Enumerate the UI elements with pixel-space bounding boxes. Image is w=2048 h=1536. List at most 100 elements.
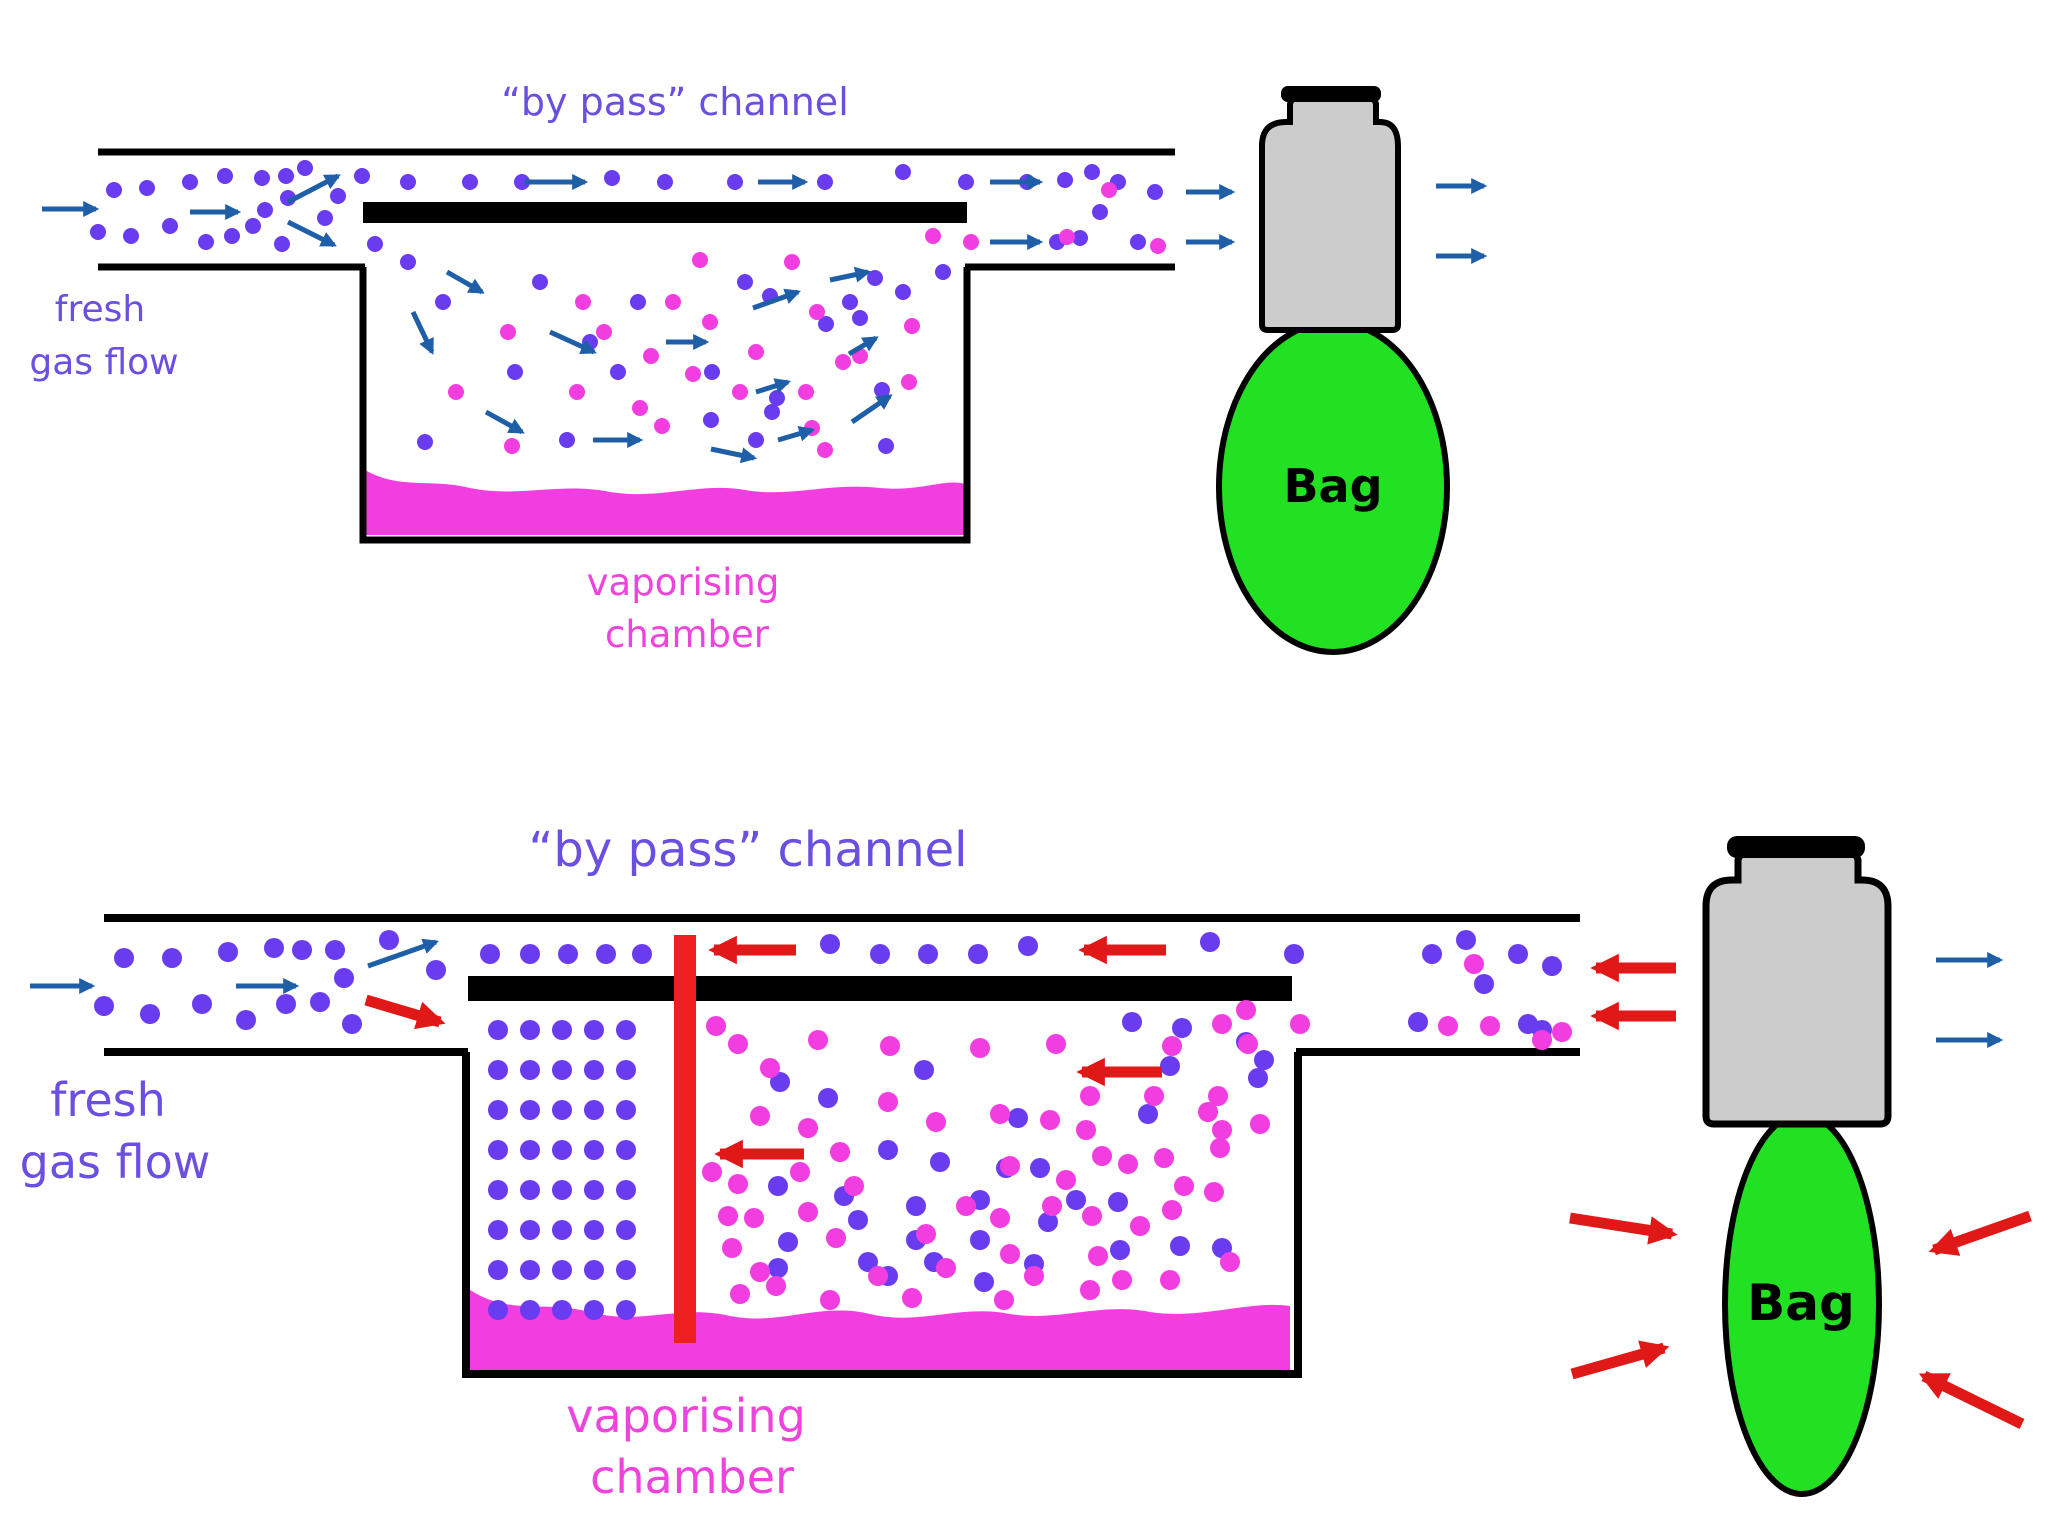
carrier-gas-molecule	[488, 1220, 508, 1240]
carrier-gas-molecule	[820, 934, 840, 954]
carrier-gas-molecule	[584, 1020, 604, 1040]
carrier-gas-molecule	[245, 218, 261, 234]
carrier-gas-molecule	[1200, 932, 1220, 952]
anaesthetic-molecule	[575, 294, 591, 310]
bottom-panel: “by pass” channel fresh gas flow vaporis…	[20, 822, 2032, 1504]
anaesthetic-molecule	[1438, 1016, 1458, 1036]
carrier-gas-molecule	[604, 170, 620, 186]
anaesthetic-molecule	[732, 384, 748, 400]
reverse-flow-arrow	[1569, 1212, 1678, 1245]
anaesthetic-molecule	[728, 1174, 748, 1194]
anaesthetic-molecule	[1532, 1030, 1552, 1050]
anaesthetic-molecule	[1088, 1246, 1108, 1266]
carrier-gas-molecule	[616, 1140, 636, 1160]
anaesthetic-molecule	[784, 254, 800, 270]
flow-arrow	[286, 173, 341, 205]
anaesthetic-molecule	[826, 1228, 846, 1248]
carrier-gas-molecule	[1084, 164, 1100, 180]
carrier-gas-molecule	[632, 944, 652, 964]
carrier-gas-molecule	[507, 364, 523, 380]
anaesthetic-molecule	[970, 1038, 990, 1058]
carrier-gas-molecule	[657, 174, 673, 190]
anaesthetic-molecule	[1042, 1196, 1062, 1216]
anaesthetic-molecule	[1174, 1176, 1194, 1196]
anaesthetic-molecule	[692, 252, 708, 268]
carrier-gas-molecule	[1147, 184, 1163, 200]
carrier-gas-molecule	[1138, 1104, 1158, 1124]
anaesthetic-molecule	[748, 344, 764, 360]
flow-arrow	[286, 219, 337, 248]
carrier-gas-molecule	[162, 218, 178, 234]
carrier-gas-molecule	[276, 994, 296, 1014]
anaesthetic-molecule	[1480, 1016, 1500, 1036]
carrier-gas-molecule	[616, 1020, 636, 1040]
carrier-gas-molecule	[552, 1020, 572, 1040]
carrier-gas-molecule	[768, 1258, 788, 1278]
carrier-gas-molecule	[778, 1232, 798, 1252]
carrier-gas-molecule	[874, 382, 890, 398]
fresh-gas-label-line2: gas flow	[29, 342, 178, 383]
anaesthetic-molecule	[880, 1036, 900, 1056]
carrier-gas-molecule	[616, 1220, 636, 1240]
carrier-gas-molecule	[878, 1140, 898, 1160]
carrier-gas-molecule	[968, 944, 988, 964]
carrier-gas-molecule	[379, 930, 399, 950]
gas-molecules	[90, 160, 1166, 458]
carrier-gas-molecule	[400, 174, 416, 190]
anaesthetic-molecule	[1046, 1034, 1066, 1054]
anaesthetic-molecule	[1208, 1086, 1228, 1106]
anaesthetic-molecule	[500, 324, 516, 340]
anaesthetic-molecule	[750, 1106, 770, 1126]
carrier-gas-molecule	[520, 1140, 540, 1160]
carrier-gas-molecule	[727, 174, 743, 190]
carrier-gas-molecule	[769, 390, 785, 406]
anaesthetic-molecule	[643, 348, 659, 364]
carrier-gas-molecule	[488, 1020, 508, 1040]
carrier-gas-molecule	[1130, 234, 1146, 250]
anaesthetic-molecule	[916, 1224, 936, 1244]
carrier-gas-molecule	[748, 432, 764, 448]
anaesthetic-molecule	[956, 1196, 976, 1216]
anaesthetic-molecule	[1024, 1266, 1044, 1286]
carrier-gas-molecule	[970, 1230, 990, 1250]
carrier-gas-molecule	[1108, 1192, 1128, 1212]
anaesthetic-molecule	[1162, 1036, 1182, 1056]
bag-cap	[1727, 836, 1865, 858]
carrier-gas-molecule	[1408, 1012, 1428, 1032]
carrier-gas-molecule	[584, 1060, 604, 1080]
carrier-gas-molecule	[858, 1252, 878, 1272]
carrier-gas-molecule	[1072, 230, 1088, 246]
anaesthetic-molecule	[817, 442, 833, 458]
anaesthetic-molecule	[798, 1118, 818, 1138]
carrier-gas-molecule	[552, 1100, 572, 1120]
anaesthetic-molecule	[1464, 954, 1484, 974]
anaesthetic-molecule	[504, 438, 520, 454]
anaesthetic-molecule	[596, 324, 612, 340]
anaesthetic-molecule	[1238, 1034, 1258, 1054]
carrier-gas-molecule	[906, 1196, 926, 1216]
carrier-gas-molecule	[123, 228, 139, 244]
anaesthetic-molecule	[1220, 1252, 1240, 1272]
carrier-gas-molecule	[488, 1060, 508, 1080]
gas-molecules	[94, 930, 1572, 1320]
anaesthetic-molecule	[1130, 1216, 1150, 1236]
carrier-gas-molecule	[737, 274, 753, 290]
anaesthetic-molecule	[1162, 1200, 1182, 1220]
flow-arrow	[548, 329, 597, 355]
carrier-gas-molecule	[630, 294, 646, 310]
carrier-gas-molecule	[342, 1014, 362, 1034]
anaesthetic-molecule	[868, 1266, 888, 1286]
anaesthetic-molecule	[728, 1034, 748, 1054]
bag-cap	[1281, 86, 1381, 102]
carrier-gas-molecule	[182, 174, 198, 190]
carrier-gas-molecule	[532, 274, 548, 290]
flow-arrow	[410, 310, 435, 355]
carrier-gas-molecule	[435, 294, 451, 310]
carrier-gas-molecule	[162, 948, 182, 968]
carrier-gas-molecule	[616, 1260, 636, 1280]
carrier-gas-molecule	[1066, 1190, 1086, 1210]
vaporising-chamber-label-line1: vaporising	[587, 561, 780, 604]
vaporiser-liquid	[470, 1290, 1290, 1370]
carrier-gas-molecule	[584, 1300, 604, 1320]
anaesthetic-molecule	[702, 1162, 722, 1182]
